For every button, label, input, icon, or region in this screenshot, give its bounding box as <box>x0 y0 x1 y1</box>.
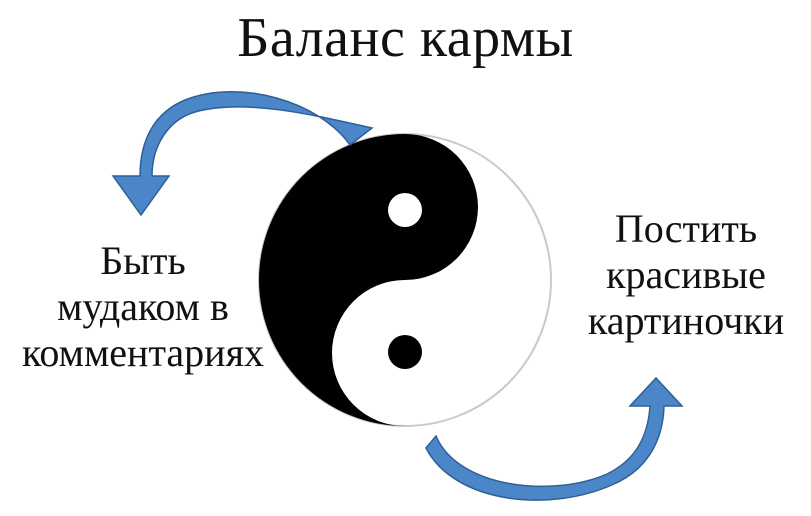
left-label-line-1: Быть <box>100 238 186 283</box>
right-label-line-3: картиночки <box>587 298 785 343</box>
yin-yang-icon <box>258 133 552 427</box>
top-arrow <box>111 91 374 217</box>
yin-half <box>259 134 478 426</box>
right-label-line-1: Постить <box>614 206 758 251</box>
bottom-arrow-body <box>425 376 684 501</box>
yang-dot <box>388 193 422 227</box>
yin-dot <box>388 335 422 369</box>
top-arrow-body <box>111 91 374 217</box>
diagram-title: Баланс кармы <box>237 7 574 69</box>
left-label-line-3: комментариях <box>22 330 264 375</box>
right-label: Постить красивые картиночки <box>568 206 804 344</box>
bottom-arrow <box>425 376 684 501</box>
right-label-line-2: красивые <box>606 252 766 297</box>
left-label-line-2: мудаком в <box>57 284 229 329</box>
left-label: Быть мудаком в комментариях <box>8 238 278 376</box>
